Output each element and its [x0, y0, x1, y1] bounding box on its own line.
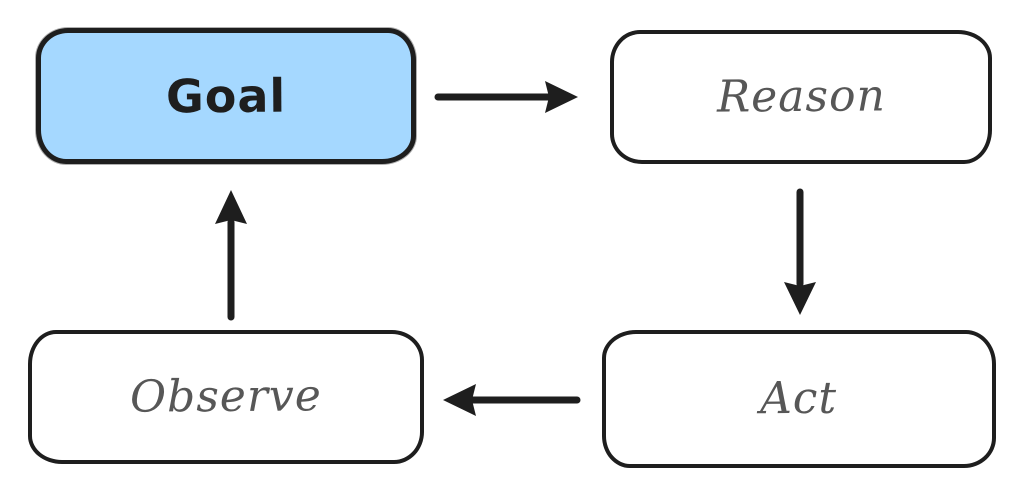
node-goal: Goal — [36, 28, 416, 164]
node-act-label: Act — [760, 372, 838, 425]
node-reason-label: Reason — [716, 70, 886, 123]
arrow-goal-to-reason — [434, 81, 578, 113]
node-act: Act — [602, 330, 996, 468]
node-observe: Observe — [28, 330, 424, 464]
node-reason: Reason — [610, 30, 992, 164]
arrowhead-up-icon — [215, 190, 247, 224]
arrowhead-left-icon — [443, 384, 476, 416]
arrowhead-right-icon — [545, 81, 578, 113]
node-observe-label: Observe — [129, 370, 323, 423]
node-goal-label: Goal — [165, 68, 287, 124]
arrowhead-down-icon — [784, 282, 816, 315]
arrow-observe-to-goal — [215, 190, 247, 321]
arrow-reason-to-act — [784, 188, 816, 315]
arrow-act-to-observe — [443, 384, 581, 416]
